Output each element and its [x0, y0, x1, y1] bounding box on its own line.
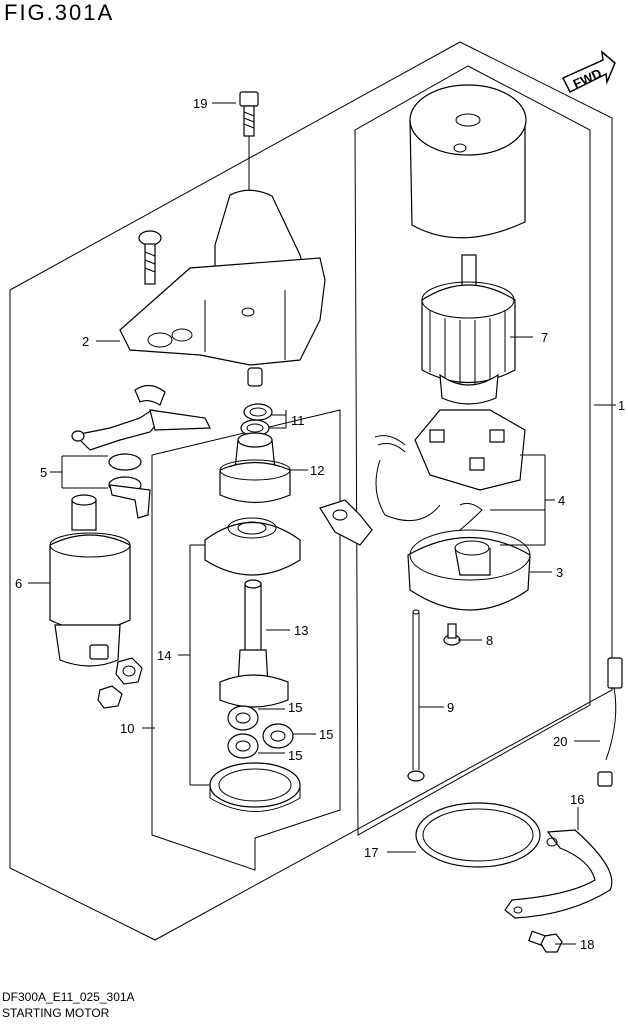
through-bolt-9-icon [407, 609, 425, 782]
callout-15-b: 15 [319, 727, 333, 742]
bolt-18-icon [528, 930, 563, 953]
callout-12: 12 [310, 463, 324, 478]
solenoid-6-icon [49, 494, 143, 709]
callout-6: 6 [15, 576, 22, 591]
callout-1: 1 [618, 398, 625, 413]
brush-holder-4-icon [374, 409, 526, 531]
lever-5-icon [71, 384, 211, 519]
diagram-code: DF300A_E11_025_301A [2, 990, 135, 1004]
callout-2: 2 [82, 334, 89, 349]
diagram-caption: STARTING MOTOR [2, 1006, 110, 1020]
end-cover-3-icon [407, 529, 531, 611]
fwd-label: FWD [571, 66, 604, 92]
callout-18: 18 [580, 937, 594, 952]
callout-11: 11 [291, 413, 305, 428]
yoke-icon [409, 84, 527, 239]
motor-group-outline [354, 65, 591, 836]
band-17-icon [415, 802, 541, 868]
bearing-plate-icon [204, 517, 301, 576]
callout-10: 10 [120, 721, 134, 736]
gear-group-outline [151, 409, 341, 871]
callout-14: 14 [157, 648, 171, 663]
bracket-16-icon [504, 829, 613, 919]
housing-2-icon [119, 189, 326, 366]
callout-3: 3 [556, 565, 563, 580]
callout-20: 20 [553, 734, 567, 749]
lead-wire-icon [319, 459, 441, 546]
callout-19: 19 [193, 96, 207, 111]
callout-4: 4 [558, 493, 565, 508]
fwd-arrow-icon: FWD [561, 50, 616, 94]
assembly-outline [9, 41, 613, 941]
callout-5: 5 [40, 465, 47, 480]
pinion-12-icon [219, 432, 291, 504]
armature-7-icon [421, 254, 516, 405]
washer-11-icon [240, 403, 273, 437]
planet-gear-15-icon [227, 705, 294, 759]
callout-9: 9 [447, 700, 454, 715]
ring-gear-icon [209, 762, 301, 812]
shaft-13-icon [219, 579, 289, 708]
screw-8-icon [443, 623, 461, 646]
leader-lines [28, 102, 616, 945]
callout-15-c: 15 [288, 748, 302, 763]
callout-17: 17 [364, 845, 378, 860]
callout-15-a: 15 [288, 700, 302, 715]
figure-title: FIG.301A [4, 0, 115, 25]
callout-16: 16 [570, 792, 584, 807]
screw-icon [138, 230, 162, 285]
callout-7: 7 [541, 330, 548, 345]
callout-13: 13 [294, 623, 308, 638]
wire-20-icon [597, 657, 623, 787]
callout-8: 8 [486, 633, 493, 648]
bushing-icon [247, 367, 263, 387]
